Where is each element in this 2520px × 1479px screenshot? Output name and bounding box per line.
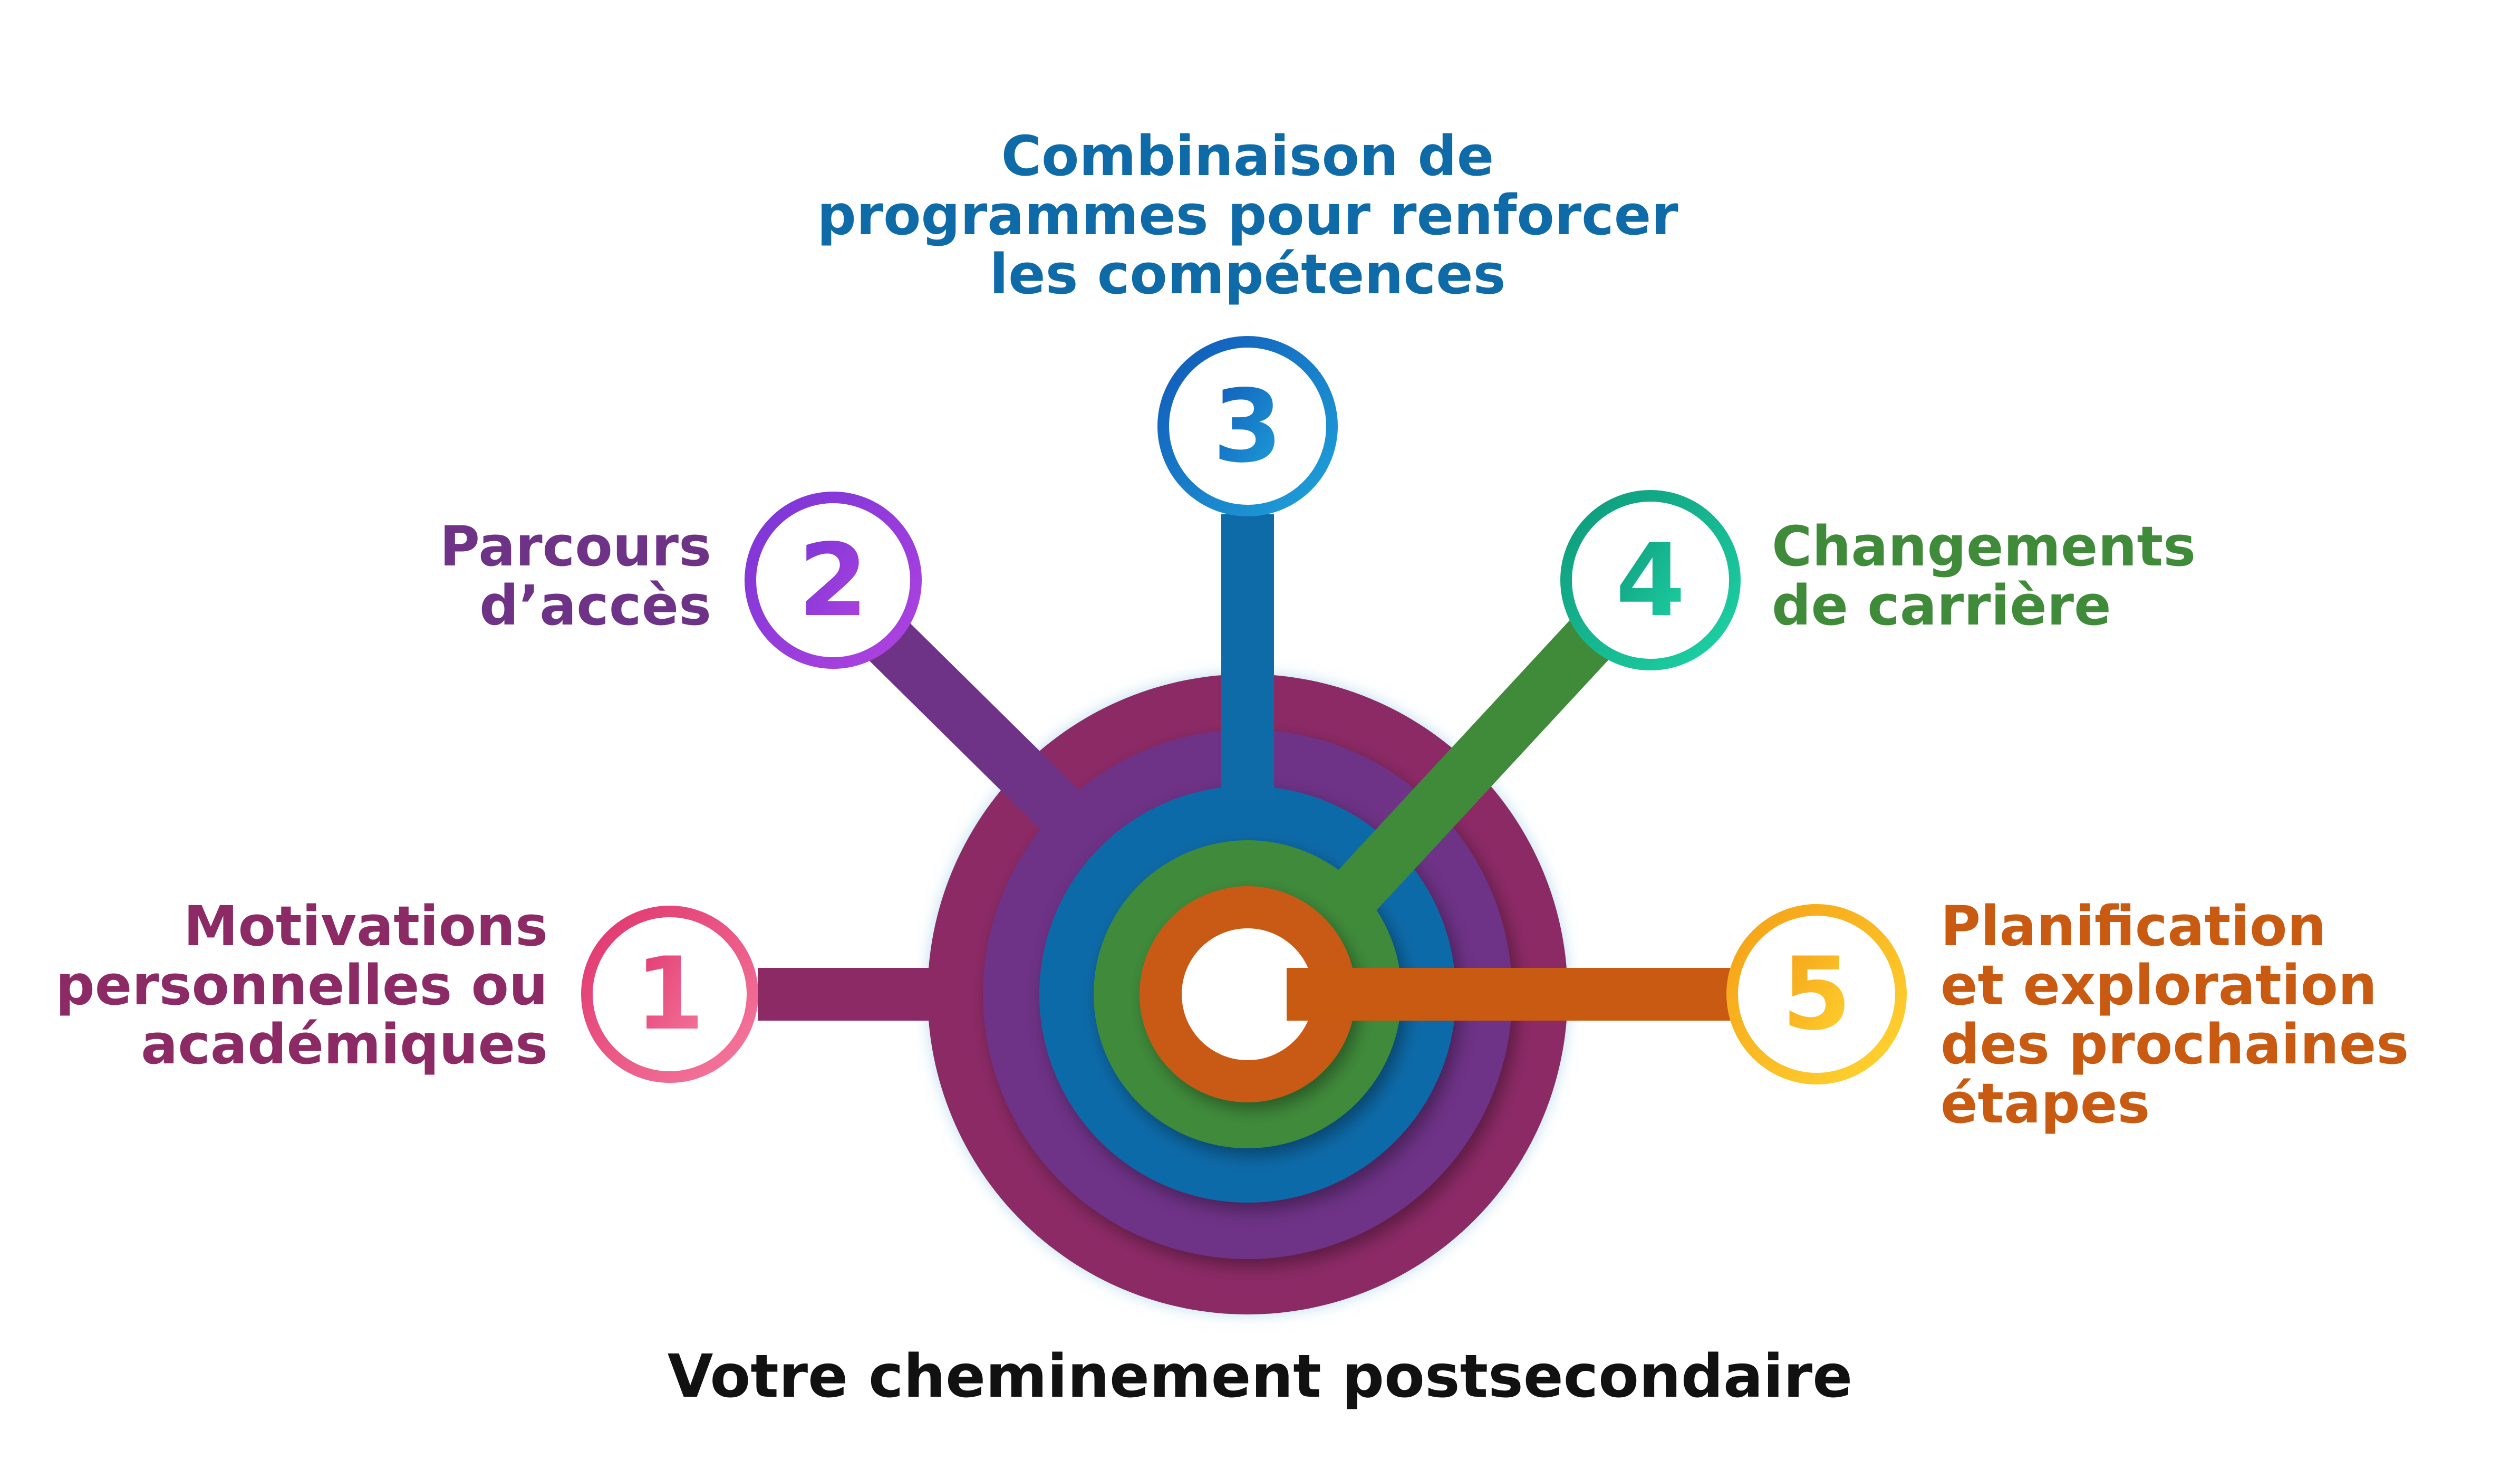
step-circle-1: 1 — [581, 906, 758, 1083]
connector-3 — [1221, 514, 1274, 799]
step-label-2: Parcours d’accès — [439, 514, 711, 638]
step-circle-5: 5 — [1726, 904, 1907, 1084]
step-label-3: Combinaison de programmes pour renforcer… — [817, 124, 1678, 306]
step-number-4: 4 — [1616, 522, 1685, 639]
connector-4 — [1316, 606, 1624, 931]
step-number-2: 2 — [798, 522, 868, 639]
step-number-1: 1 — [635, 936, 704, 1052]
step-number-3: 3 — [1213, 368, 1282, 485]
step-circle-4: 4 — [1560, 490, 1741, 670]
connector-2 — [861, 613, 1093, 843]
step-label-1: Motivations personnelles ou académiques — [55, 894, 548, 1077]
step-circle-3: 3 — [1157, 336, 1338, 516]
connector-1 — [758, 968, 932, 1021]
step-number-5: 5 — [1782, 936, 1851, 1052]
step-label-5: Planification et exploration des prochai… — [1940, 894, 2409, 1136]
diagram-caption: Votre cheminement postsecondaire — [667, 1342, 1853, 1411]
connector-5 — [1287, 968, 1766, 1021]
step-circle-2: 2 — [745, 492, 922, 669]
center-hole — [1182, 928, 1314, 1060]
step-label-4: Changements de carrière — [1772, 514, 2196, 638]
